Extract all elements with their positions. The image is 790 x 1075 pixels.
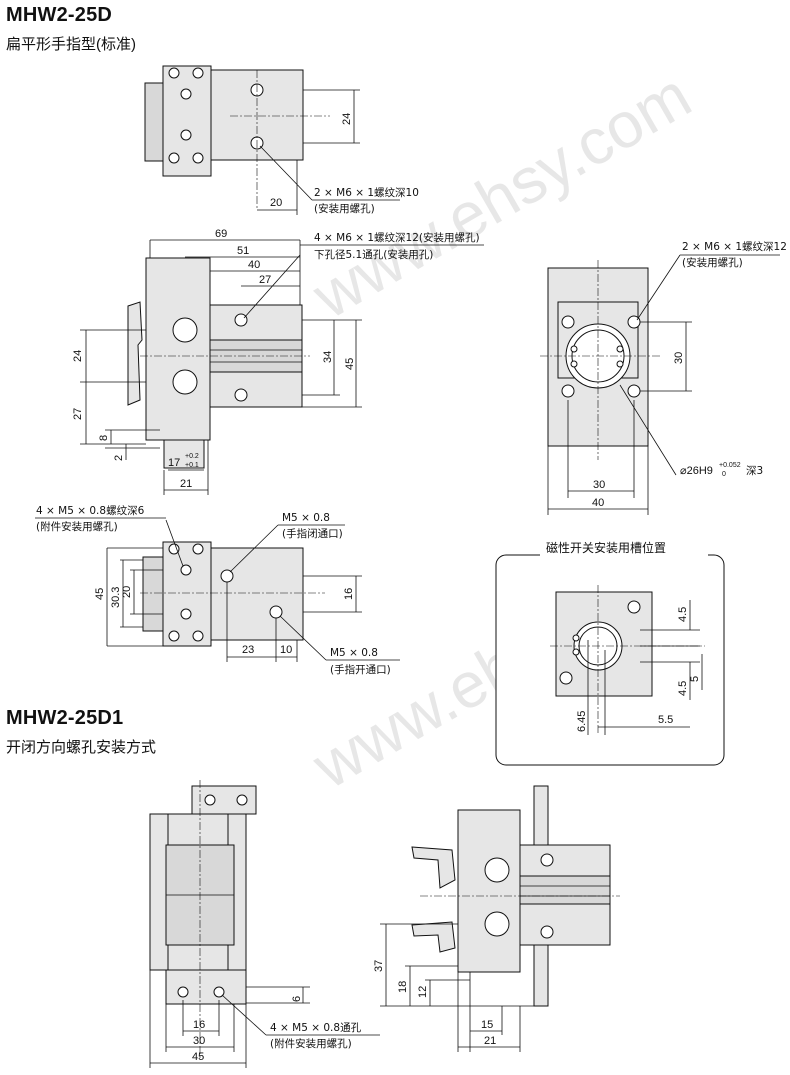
- dim-lower-20: 20: [121, 586, 133, 598]
- dim-side-34: 34: [322, 351, 334, 363]
- note-bore-tol-up: +0.052: [719, 462, 741, 469]
- note-right-mount-sub: (安装用螺孔): [682, 256, 743, 269]
- dim-switch-5: 5: [689, 676, 701, 682]
- dim-side-69: 69: [215, 228, 227, 240]
- side-view: 69 51 40 27 4 × M6 × 1螺纹深12(安装用螺孔) 下孔径5.…: [72, 228, 484, 495]
- note-close-port-sub: (手指闭通口): [282, 527, 343, 540]
- d1-front-view: 6 16 30 45 4 × M5 × 0.8通孔 (附件安装用螺孔): [149, 780, 380, 1068]
- dim-d1-6: 6: [291, 996, 303, 1002]
- dim-front-40: 40: [592, 497, 604, 509]
- dim-lower-23: 23: [242, 644, 254, 656]
- dim-side-27: 27: [259, 274, 271, 286]
- note-open-port-sub: (手指开通口): [330, 663, 391, 676]
- dim-side-17-tol-up: +0.2: [185, 453, 199, 460]
- note-mid-mount-sub: 下孔径5.1通孔(安装用孔): [314, 248, 433, 261]
- dim-d1-45: 45: [192, 1051, 204, 1063]
- dim-d1-30: 30: [193, 1035, 205, 1047]
- lower-view: 45 30.3 20 16 23 10 4 × M5 × 0.8螺纹深6 (附件…: [35, 504, 400, 676]
- note-d1-mount-sub: (附件安装用螺孔): [270, 1037, 352, 1050]
- dim-switch-45b: 4.5: [677, 681, 689, 696]
- dim-d1-16: 16: [193, 1019, 205, 1031]
- note-right-mount: 2 × M6 × 1螺纹深12: [682, 240, 787, 253]
- dim-side-45: 45: [344, 358, 356, 370]
- note-d1-mount: 4 × M5 × 0.8通孔: [270, 1021, 362, 1034]
- dim-switch-645: 6.45: [576, 711, 588, 732]
- dim-d1-18: 18: [397, 981, 409, 993]
- dim-side-17: 17: [168, 457, 180, 469]
- dim-d1-37: 37: [373, 960, 385, 972]
- d1-side-view: 37 18 12 15 21: [373, 785, 620, 1052]
- switch-slot-box: 磁性开关安装用槽位置 4.5 4.5 5 6.45 5.5: [495, 540, 725, 766]
- dim-d1-21: 21: [484, 1035, 496, 1047]
- model-title-d1: MHW2-25D1: [6, 707, 124, 729]
- dim-lower-303: 30.3: [110, 587, 122, 608]
- dim-side-8: 8: [98, 435, 110, 441]
- dim-switch-55: 5.5: [658, 714, 673, 726]
- dim-d1-15: 15: [481, 1019, 493, 1031]
- note-att-mount-sub: (附件安装用螺孔): [36, 520, 118, 533]
- dim-side-24: 24: [72, 350, 84, 362]
- note-close-port: M5 × 0.8: [282, 512, 330, 524]
- dim-top-20: 20: [270, 197, 282, 209]
- note-bore-tol-low: 0: [722, 471, 726, 478]
- dim-side-17-tol-low: +0.1: [185, 462, 199, 469]
- dim-side-21: 21: [180, 478, 192, 490]
- note-open-port: M5 × 0.8: [330, 647, 378, 659]
- dim-side-40: 40: [248, 259, 260, 271]
- dim-side-2: 2: [113, 455, 125, 461]
- dim-switch-45a: 4.5: [677, 607, 689, 622]
- dim-lower-45: 45: [94, 588, 106, 600]
- switch-box-title: 磁性开关安装用槽位置: [546, 540, 666, 555]
- note-top-mount-sub: (安装用螺孔): [314, 202, 375, 215]
- note-bore: ⌀26H9: [680, 465, 713, 477]
- front-view: 2 × M6 × 1螺纹深12 (安装用螺孔) 30 30 40 ⌀26H9 +…: [540, 240, 787, 515]
- note-mid-mount: 4 × M6 × 1螺纹深12(安装用螺孔): [314, 231, 480, 244]
- dim-d1-12: 12: [417, 986, 429, 998]
- dim-front-30: 30: [593, 479, 605, 491]
- dim-side-27b: 27: [72, 408, 84, 420]
- model-title-standard: MHW2-25D: [6, 4, 113, 26]
- top-view: 24 20 2 × M6 × 1螺纹深10 (安装用螺孔): [144, 65, 419, 215]
- subtitle-standard: 扁平形手指型(标准): [6, 36, 136, 53]
- note-att-mount: 4 × M5 × 0.8螺纹深6: [36, 504, 145, 517]
- dim-front-30v: 30: [673, 352, 685, 364]
- subtitle-d1: 开闭方向螺孔安装方式: [6, 739, 157, 756]
- dim-side-51: 51: [237, 245, 249, 257]
- dim-top-24: 24: [341, 113, 353, 125]
- dim-lower-10: 10: [280, 644, 292, 656]
- dim-lower-16: 16: [343, 588, 355, 600]
- note-top-mount: 2 × M6 × 1螺纹深10: [314, 186, 419, 199]
- note-bore-depth: 深3: [746, 465, 763, 477]
